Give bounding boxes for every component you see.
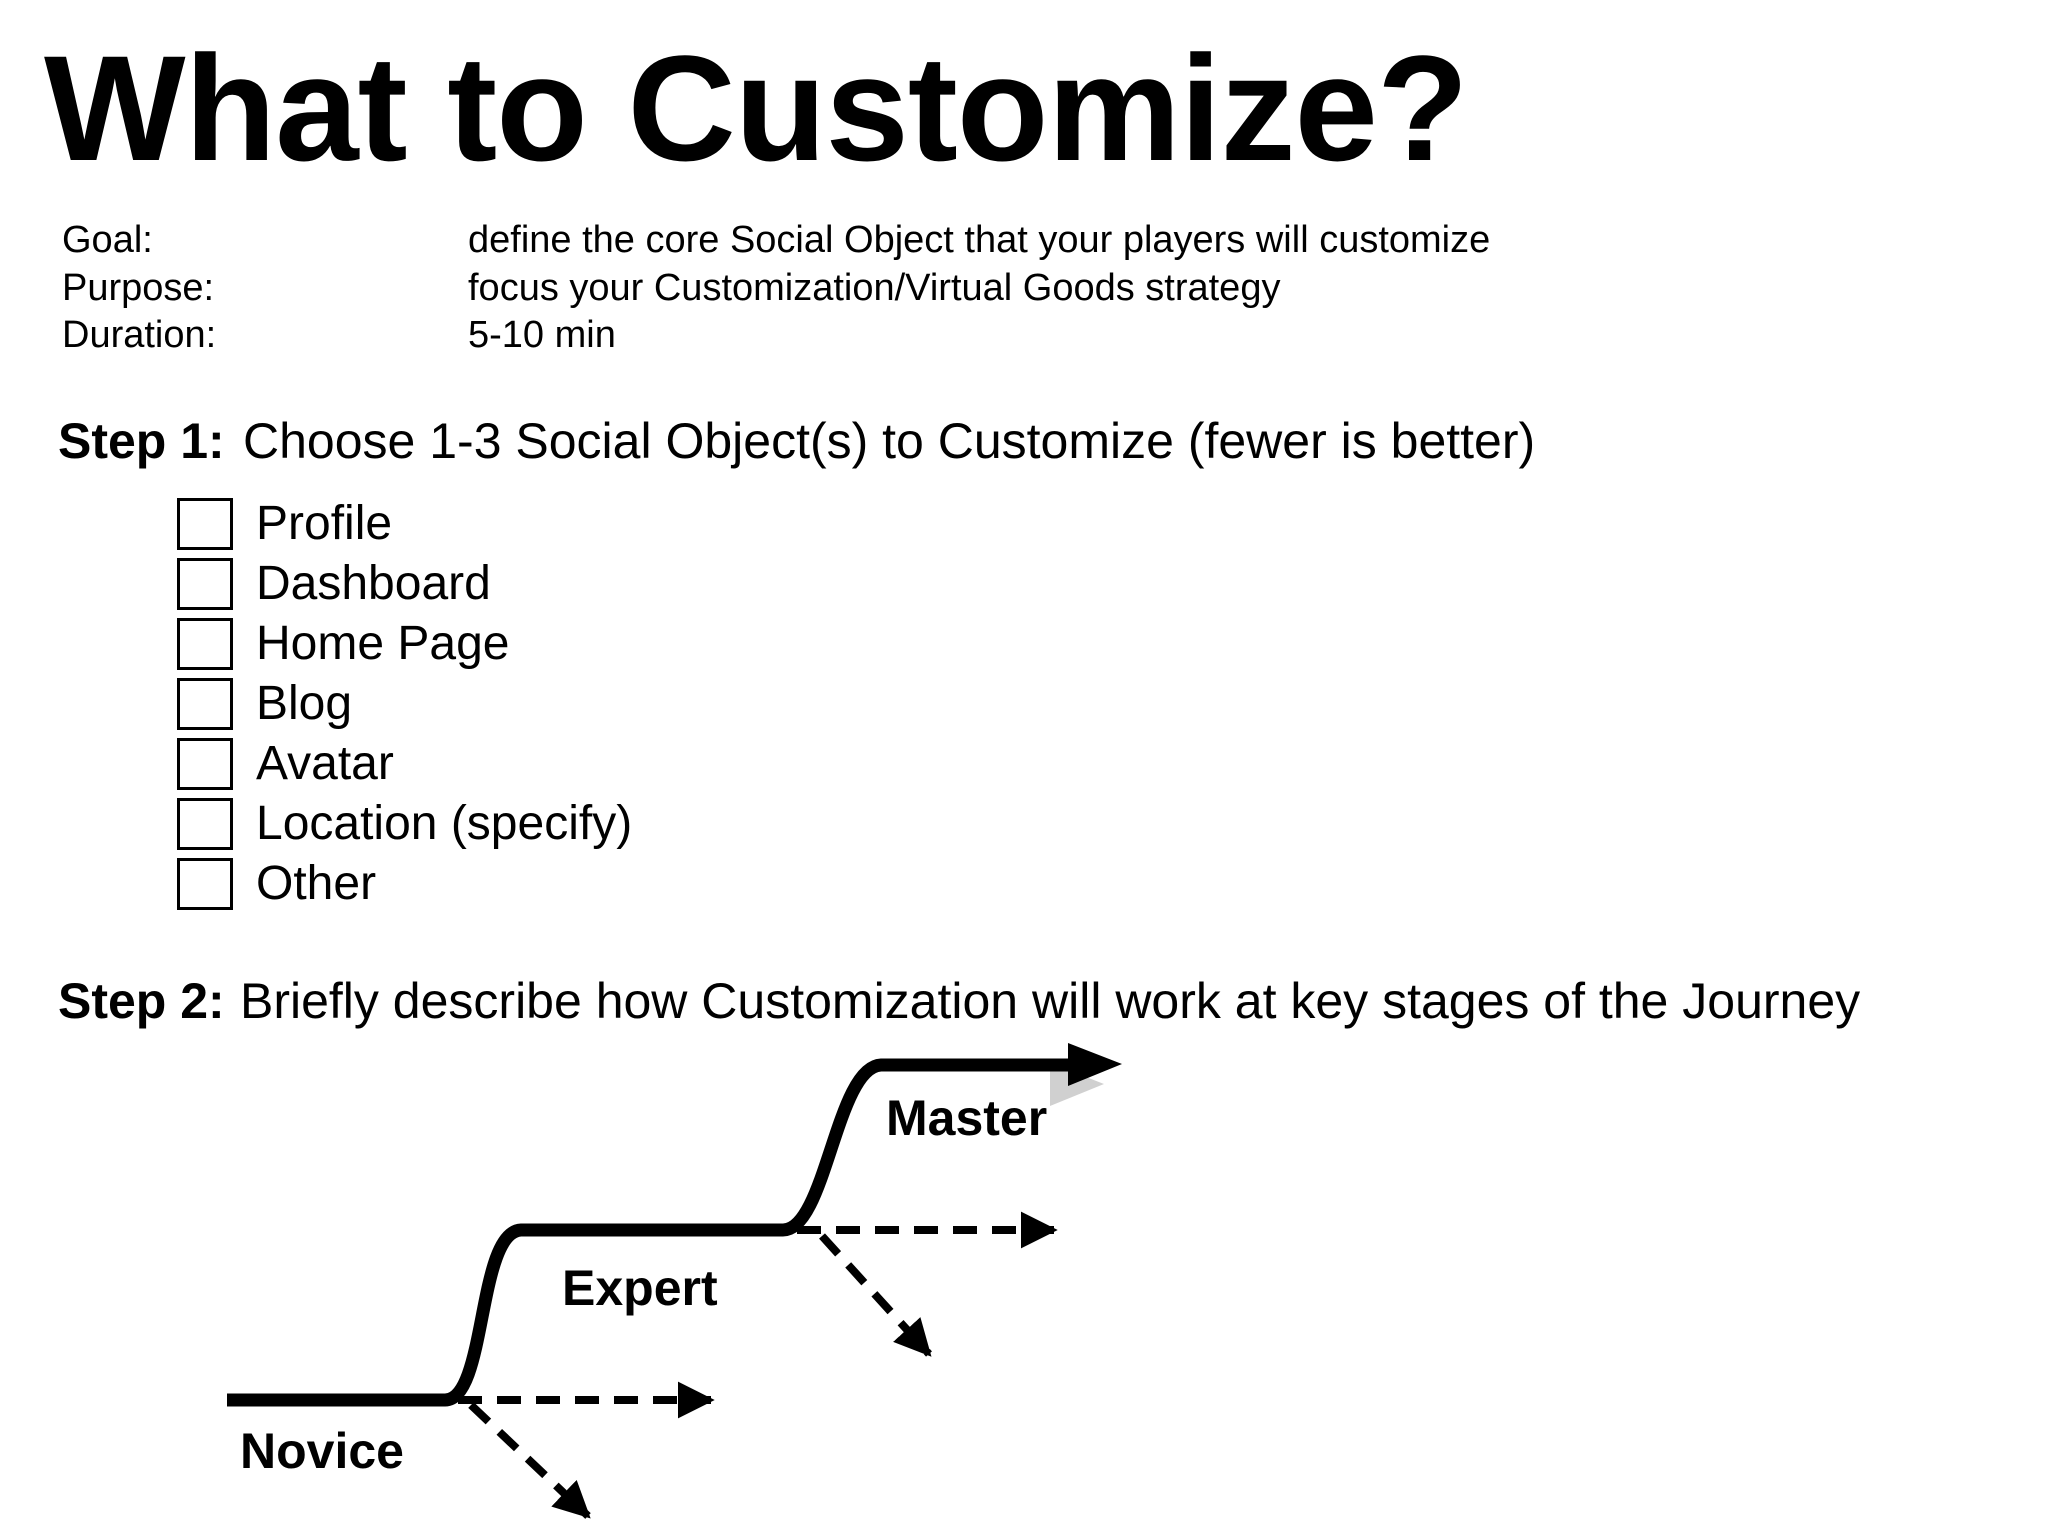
checklist-row: Profile bbox=[177, 498, 392, 550]
stage-label-expert: Expert bbox=[562, 1260, 718, 1316]
checkbox-avatar[interactable] bbox=[177, 738, 233, 790]
checkbox-label: Profile bbox=[256, 497, 393, 550]
meta-label: Purpose: bbox=[62, 267, 215, 309]
meta-value: focus your Customization/Virtual Goods s… bbox=[468, 267, 1281, 309]
novice-exit-arrow-diagonal bbox=[468, 1402, 591, 1519]
checkbox-other[interactable] bbox=[177, 858, 233, 910]
checklist-row: Home Page bbox=[177, 618, 509, 670]
checkbox-label: Home Page bbox=[256, 617, 510, 670]
meta-value: define the core Social Object that your … bbox=[468, 219, 1491, 261]
checkbox-label: Dashboard bbox=[256, 557, 491, 610]
meta-label: Duration: bbox=[62, 314, 217, 356]
checklist-row: Dashboard bbox=[177, 558, 491, 610]
expert-exit-arrow-diagonal bbox=[819, 1233, 932, 1357]
checkbox-profile[interactable] bbox=[177, 498, 233, 550]
journey-arrowhead bbox=[1068, 1043, 1122, 1086]
meta-row-goal: Goal: define the core Social Object that… bbox=[0, 217, 2048, 265]
meta-row-purpose: Purpose: focus your Customization/Virtua… bbox=[0, 265, 2048, 313]
step1-header: Step 1: Choose 1-3 Social Object(s) to C… bbox=[0, 413, 2048, 469]
checkbox-blog[interactable] bbox=[177, 678, 233, 730]
stage-label-master: Master bbox=[886, 1090, 1047, 1146]
checkbox-label: Other bbox=[256, 857, 377, 910]
checklist-row: Blog bbox=[177, 678, 352, 730]
checkbox-label: Location (specify) bbox=[256, 797, 633, 850]
checkbox-label: Avatar bbox=[256, 737, 394, 790]
journey-curve bbox=[227, 1058, 1076, 1407]
checkbox-label: Blog bbox=[256, 677, 353, 730]
step1-label: Step 1: bbox=[58, 413, 225, 469]
step2-text: Briefly describe how Customization will … bbox=[240, 973, 1861, 1029]
meta-value: 5-10 min bbox=[468, 314, 616, 356]
step2-label: Step 2: bbox=[58, 973, 225, 1029]
checklist-row: Location (specify) bbox=[177, 798, 632, 850]
checkbox-home-page[interactable] bbox=[177, 618, 233, 670]
meta-row-duration: Duration: 5-10 min bbox=[0, 312, 2048, 360]
page-title: What to Customize? bbox=[44, 24, 1469, 192]
step1-text: Choose 1-3 Social Object(s) to Customize… bbox=[243, 413, 1536, 469]
checkbox-dashboard[interactable] bbox=[177, 558, 233, 610]
checkbox-location[interactable] bbox=[177, 798, 233, 850]
checklist-row: Avatar bbox=[177, 738, 394, 790]
arrowhead-shadow bbox=[1050, 1063, 1104, 1106]
step2-header: Step 2: Briefly describe how Customizati… bbox=[0, 973, 2048, 1029]
stage-label-novice: Novice bbox=[240, 1423, 404, 1479]
checklist-row: Other bbox=[177, 858, 376, 910]
meta-label: Goal: bbox=[62, 219, 153, 261]
